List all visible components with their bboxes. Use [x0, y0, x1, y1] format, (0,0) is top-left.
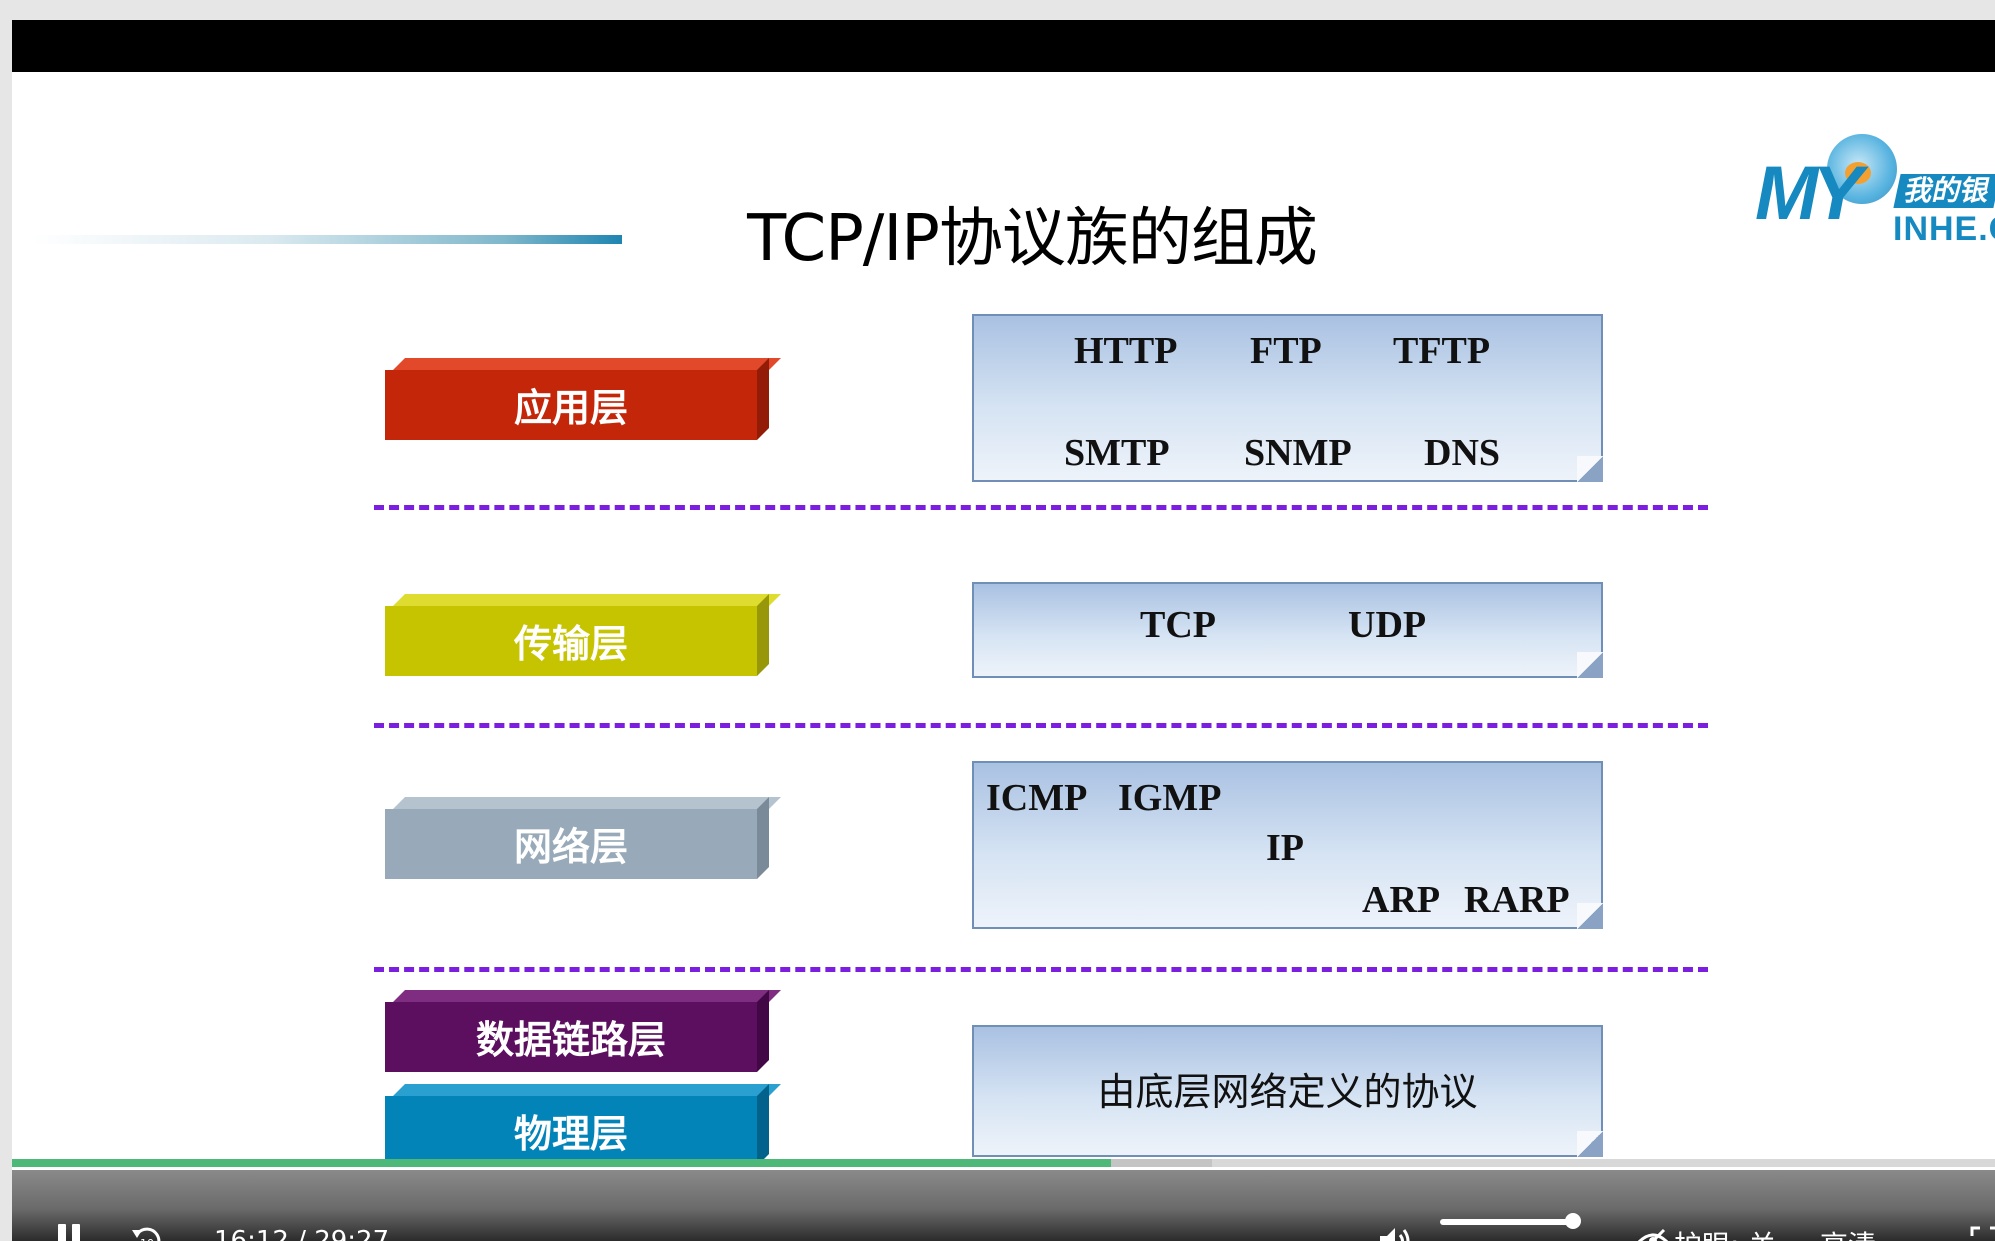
logo-cn-text: 我的银 [1893, 174, 1995, 208]
protocol-dns: DNS [1424, 432, 1501, 474]
title-decoration-line [32, 235, 622, 244]
link-protocols-box: 由底层网络定义的协议 [972, 1025, 1603, 1157]
page-fold [1577, 1131, 1603, 1157]
replay-10-icon[interactable]: 10 [130, 1224, 164, 1241]
eye-protection-toggle[interactable]: 护眼: 关 [1674, 1224, 1776, 1241]
application-protocols-box: HTTP FTP TFTP SMTP SNMP DNS [972, 314, 1603, 482]
protocol-rarp: RARP [1464, 879, 1570, 921]
page-fold [1577, 456, 1603, 482]
protocol-udp: UDP [1348, 604, 1427, 646]
slide-title: TCP/IP协议族的组成 [747, 202, 1318, 276]
protocol-tftp: TFTP [1393, 330, 1491, 372]
brand-logo: MY 我的银 INHE.CO [1747, 134, 1995, 248]
logo-en-text: INHE.CO [1893, 210, 1995, 248]
layer-divider [374, 967, 1708, 972]
fullscreen-icon[interactable] [1970, 1224, 1995, 1241]
control-bar: 10 16:12 / 29:27 护眼: 关 高清 [12, 1170, 1995, 1241]
quality-selector[interactable]: 高清 [1820, 1224, 1876, 1241]
layer-divider [374, 505, 1708, 510]
page-fold [1577, 903, 1603, 929]
protocol-smtp: SMTP [1064, 432, 1170, 474]
video-player[interactable]: TCP/IP协议族的组成 MY 我的银 INHE.CO 应用层 传输层 网络层 … [12, 20, 1995, 1241]
presentation-slide: TCP/IP协议族的组成 MY 我的银 INHE.CO 应用层 传输层 网络层 … [12, 72, 1995, 1172]
layer-network: 网络层 [385, 797, 781, 879]
layer-label: 网络层 [385, 809, 757, 879]
layer-data-link: 数据链路层 [385, 990, 781, 1072]
volume-slider[interactable] [1440, 1219, 1580, 1225]
volume-icon[interactable] [1378, 1224, 1414, 1241]
page-fold [1577, 652, 1603, 678]
layer-physical: 物理层 [385, 1084, 781, 1166]
protocol-ip: IP [1266, 827, 1304, 869]
layer-application: 应用层 [385, 358, 781, 440]
layer-divider [374, 723, 1708, 728]
protocol-http: HTTP [1074, 330, 1178, 372]
logo-dot [1845, 162, 1871, 184]
progress-bar[interactable] [12, 1159, 1995, 1167]
protocol-igmp: IGMP [1118, 777, 1222, 819]
protocol-arp: ARP [1362, 879, 1441, 921]
progress-played [12, 1159, 1111, 1167]
protocol-snmp: SNMP [1244, 432, 1352, 474]
transport-protocols-box: TCP UDP [972, 582, 1603, 678]
layer-label: 传输层 [385, 606, 757, 676]
volume-slider-knob[interactable] [1565, 1213, 1581, 1229]
eye-icon[interactable] [1637, 1228, 1669, 1241]
layer-label: 物理层 [385, 1096, 757, 1166]
protocol-ftp: FTP [1250, 330, 1322, 372]
pause-icon[interactable] [56, 1224, 86, 1241]
player-top-bar [12, 20, 1995, 72]
network-protocols-box: ICMP IGMP IP ARP RARP [972, 761, 1603, 929]
svg-text:10: 10 [140, 1237, 154, 1241]
layer-transport: 传输层 [385, 594, 781, 676]
layer-label: 应用层 [385, 370, 757, 440]
layer-label: 数据链路层 [385, 1002, 757, 1072]
protocol-icmp: ICMP [986, 777, 1088, 819]
logo-letters: MY [1755, 151, 1863, 236]
link-protocol-text: 由底层网络定义的协议 [1097, 1070, 1478, 1114]
time-display: 16:12 / 29:27 [214, 1226, 390, 1241]
protocol-tcp: TCP [1140, 604, 1216, 646]
